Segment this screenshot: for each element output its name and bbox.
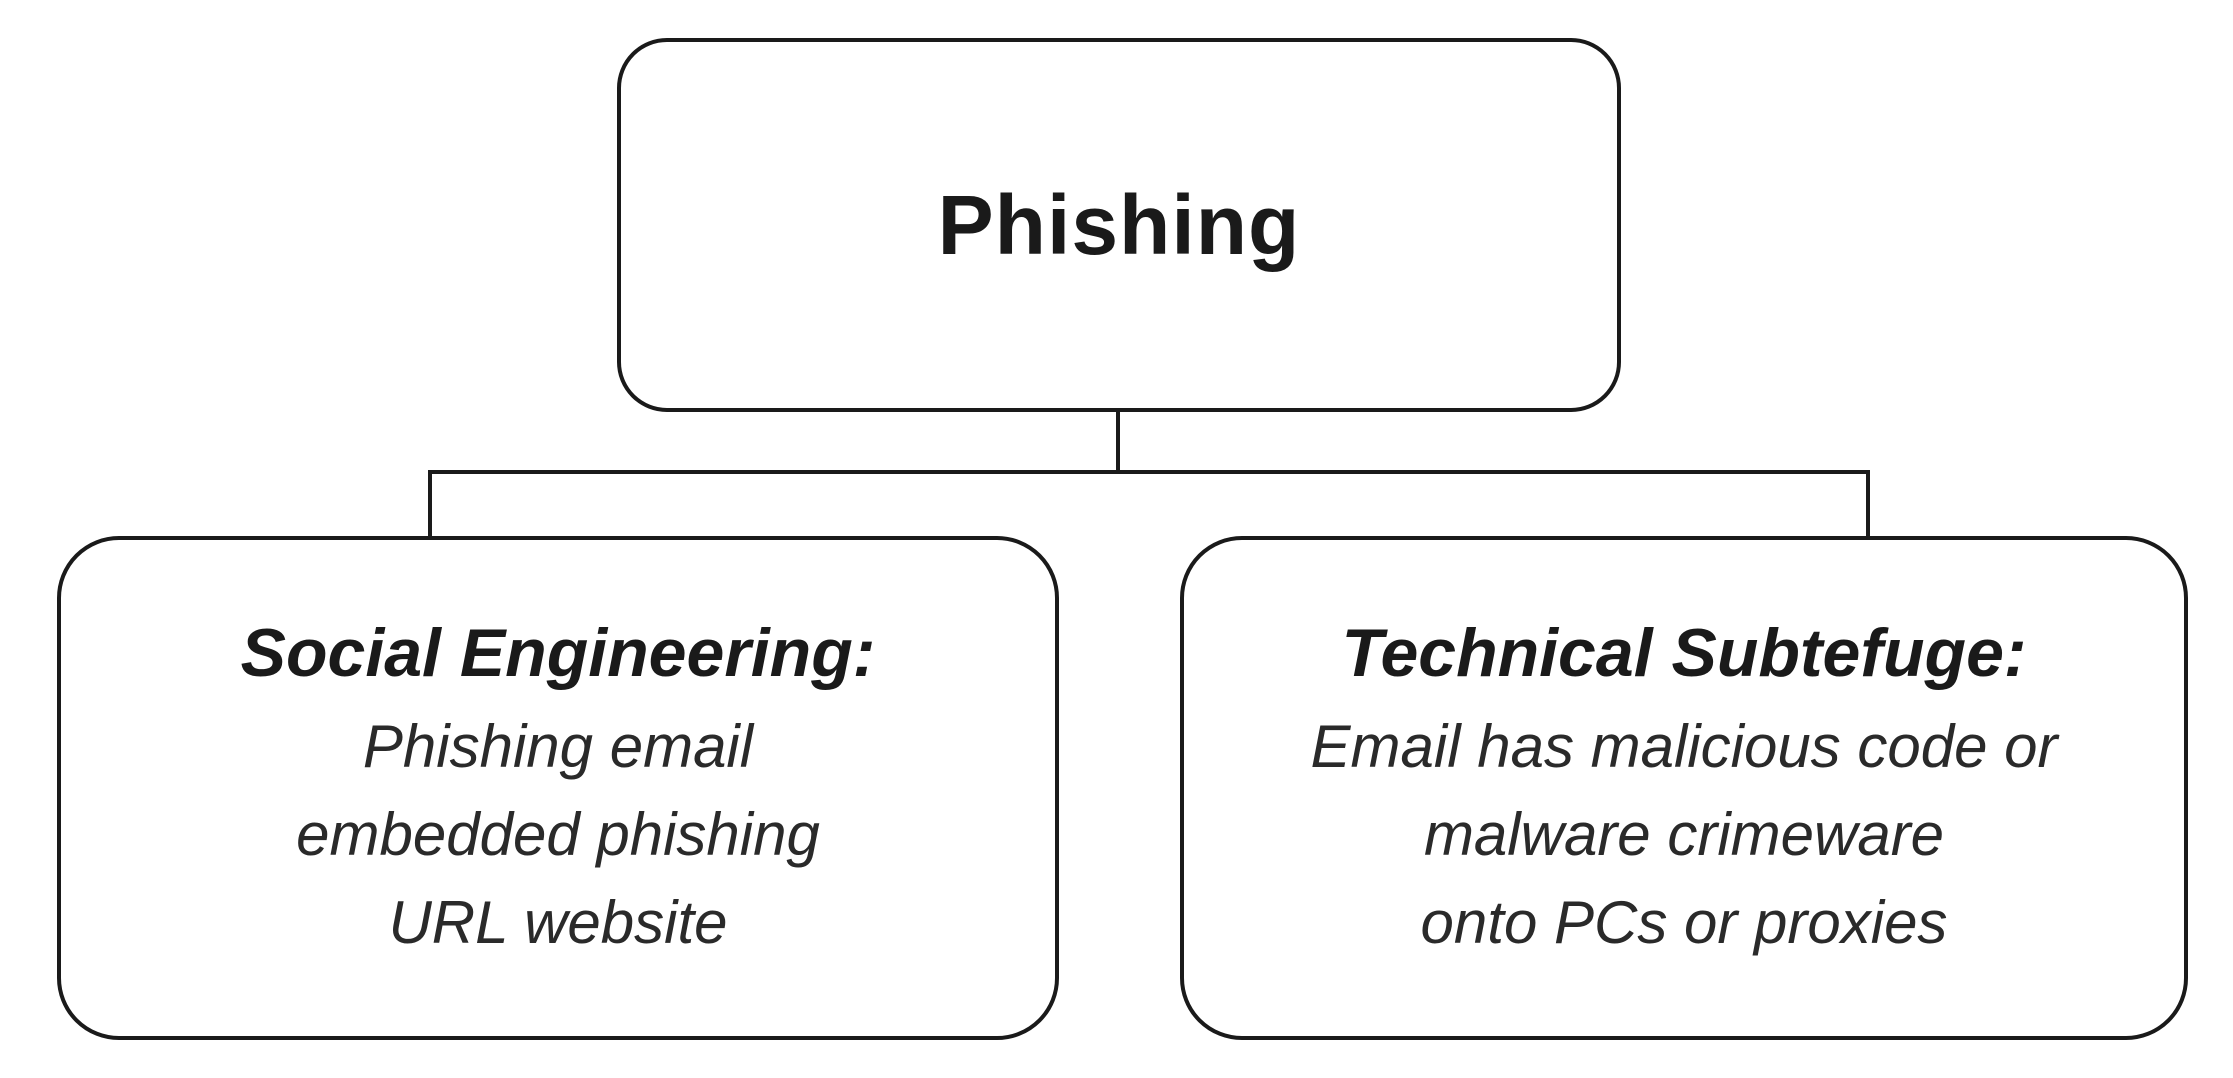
description-line: URL website bbox=[388, 889, 728, 956]
description-line: malware crimeware bbox=[1423, 801, 1945, 868]
technical-subterfuge-node: Technical Subtefuge: Email has malicious… bbox=[1180, 536, 2188, 1040]
root-node: Phishing bbox=[617, 38, 1621, 412]
social-engineering-heading: Social Engineering: bbox=[240, 615, 876, 691]
technical-subterfuge-heading: Technical Subtefuge: bbox=[1341, 615, 2027, 691]
social-engineering-node: Social Engineering: Phishing email embed… bbox=[57, 536, 1059, 1040]
description-line: Phishing email bbox=[362, 713, 754, 780]
root-title: Phishing bbox=[937, 177, 1301, 272]
description-line: Email has malicious code or bbox=[1310, 713, 2058, 780]
description-line: onto PCs or proxies bbox=[1420, 889, 1948, 956]
description-line: embedded phishing bbox=[296, 801, 820, 868]
technical-subterfuge-description: Email has malicious code or malware crim… bbox=[1311, 703, 2058, 967]
social-engineering-description: Phishing email embedded phishing URL web… bbox=[296, 703, 820, 967]
